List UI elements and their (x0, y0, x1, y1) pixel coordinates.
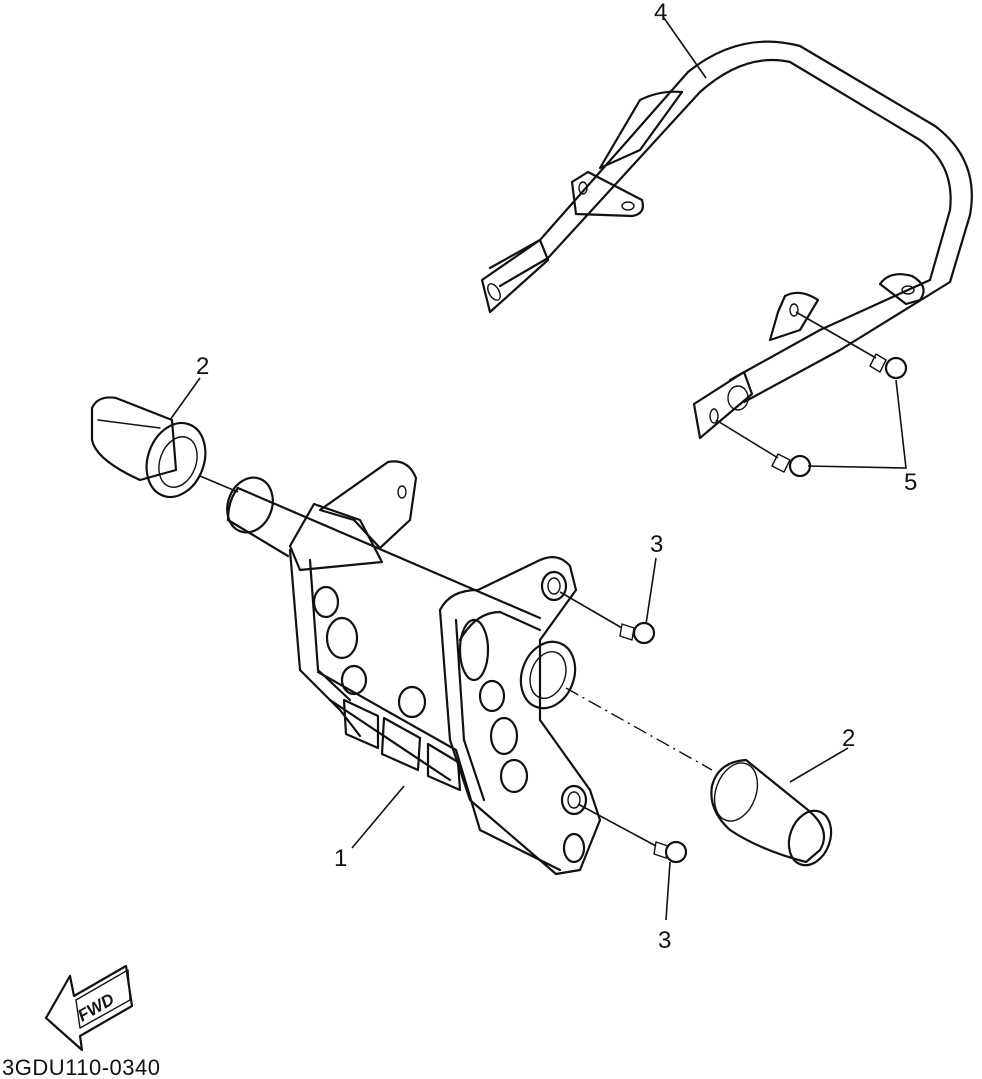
callout-4: 4 (654, 0, 667, 26)
guard-bracket-part (226, 460, 602, 876)
callout-1: 1 (334, 845, 347, 872)
grab-bar-part (480, 40, 973, 440)
diagram-code: 3GDU110-0340 (2, 1055, 161, 1079)
bolt-part (715, 311, 908, 478)
callout-5: 5 (904, 469, 917, 496)
callout-2-upper: 2 (196, 353, 209, 380)
callout-2-lower: 2 (842, 725, 855, 752)
callout-leaders (169, 17, 907, 921)
end-cap-part (90, 396, 833, 867)
callout-3-lower: 3 (658, 927, 671, 954)
fwd-label: FWD (75, 990, 118, 1026)
bolt-part (559, 591, 688, 864)
fwd-arrow-icon: FWD (44, 964, 134, 1052)
callout-3-upper: 3 (650, 531, 663, 558)
